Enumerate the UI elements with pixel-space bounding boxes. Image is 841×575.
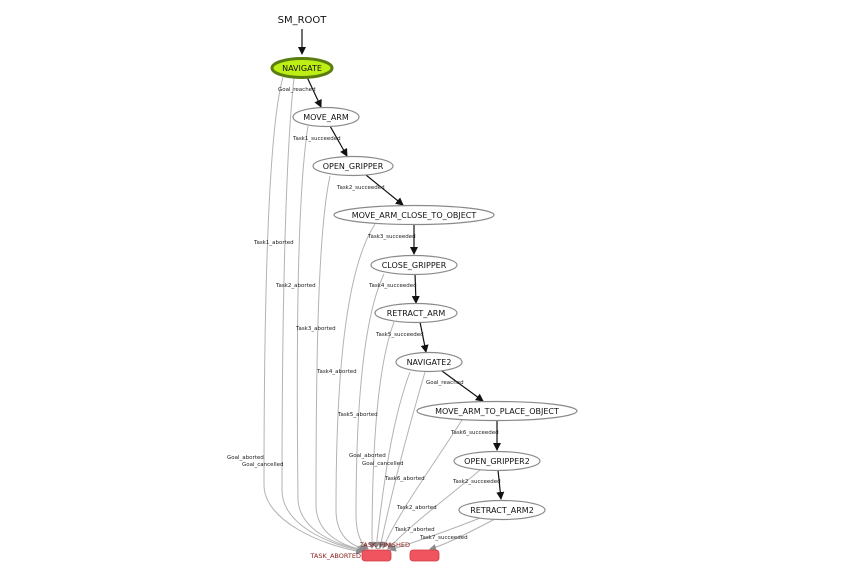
- edge-e9: [496, 469, 505, 500]
- state-navigate2[interactable]: NAVIGATE2: [395, 351, 463, 373]
- state-label-navigate: NAVIGATE: [282, 64, 322, 73]
- edge-f8: [373, 371, 411, 549]
- edge-label-f3: Task1_aborted: [253, 240, 294, 246]
- outcome-task-aborted[interactable]: TASK_ABORTED: [309, 549, 392, 562]
- edge-f10: [382, 419, 463, 549]
- edge-label-f1: Goal_aborted: [227, 455, 264, 461]
- edge-label-f12: Task7_aborted: [394, 527, 435, 533]
- edge-label-f6: Task4_aborted: [316, 369, 357, 375]
- edge-label-e3: Task2_succeeded: [336, 185, 385, 191]
- state-retract-arm2[interactable]: RETRACT_ARM2: [458, 499, 546, 521]
- edge-label-e2: Task1_succeeded: [292, 136, 341, 142]
- outcome-label-task-finished: TASK_FINISHED: [359, 541, 410, 549]
- edge-f1: [263, 76, 363, 555]
- state-move-arm-to-place-object[interactable]: MOVE_ARM_TO_PLACE_OBJECT: [416, 400, 578, 422]
- state-navigate[interactable]: NAVIGATE: [270, 57, 334, 79]
- edge-e7: [441, 370, 484, 402]
- root-label: SM_ROOT: [278, 15, 328, 26]
- state-label-open-gripper2: OPEN_GRIPPER2: [464, 457, 530, 466]
- edge-label-f8: Goal_aborted: [349, 453, 386, 459]
- edge-label-e10: Task7_succeeded: [419, 535, 468, 541]
- edge-e6: [419, 321, 429, 353]
- edge-f12: [389, 517, 481, 552]
- state-label-navigate2: NAVIGATE2: [407, 358, 452, 367]
- edge-label-f10: Task6_aborted: [384, 476, 425, 482]
- failure-edges: [263, 76, 496, 555]
- edge-label-e4: Task3_succeeded: [367, 234, 416, 240]
- state-open-gripper2[interactable]: OPEN_GRIPPER2: [453, 450, 541, 472]
- state-open-gripper[interactable]: OPEN_GRIPPER: [312, 155, 394, 177]
- state-label-move-arm-close-to-object: MOVE_ARM_CLOSE_TO_OBJECT: [352, 211, 477, 220]
- edge-f3: [296, 125, 365, 553]
- state-close-gripper[interactable]: CLOSE_GRIPPER: [370, 254, 458, 276]
- edge-label-e7: Goal_reached: [426, 380, 464, 386]
- edge-label-f4: Task2_aborted: [275, 283, 316, 289]
- edge-f7: [368, 321, 395, 549]
- edge-label-e8: Task6_succeeded: [450, 430, 499, 436]
- state-move-arm-close-to-object[interactable]: MOVE_ARM_CLOSE_TO_OBJECT: [333, 204, 495, 226]
- outcome-label-task-aborted: TASK_ABORTED: [309, 552, 361, 560]
- failure-edge-labels: Goal_aborted Goal_cancelled Task1_aborte…: [227, 240, 437, 533]
- success-edge-labels: Goal_reached Task1_succeeded Task2_succe…: [278, 87, 501, 541]
- state-label-retract-arm2: RETRACT_ARM2: [470, 506, 534, 515]
- edge-label-e5: Task4_succeeded: [368, 283, 417, 289]
- success-edges: [306, 76, 505, 500]
- state-label-move-arm: MOVE_ARM: [303, 113, 349, 122]
- edge-e2: [329, 125, 348, 157]
- edge-e3: [365, 174, 404, 206]
- edge-label-e9: Task2_succeeded: [452, 479, 501, 485]
- edge-label-f5: Task3_aborted: [295, 326, 336, 332]
- edge-label-f7: Task5_aborted: [337, 412, 378, 418]
- edge-label-f11: Task2_aborted: [396, 505, 437, 511]
- state-move-arm[interactable]: MOVE_ARM: [292, 106, 360, 128]
- state-label-close-gripper: CLOSE_GRIPPER: [382, 261, 447, 270]
- edge-f9: [377, 371, 426, 549]
- edge-f11: [387, 469, 481, 550]
- edge-label-e6: Task5_succeeded: [375, 332, 424, 338]
- edge-label-f2: Goal_cancelled: [242, 462, 284, 468]
- state-label-move-arm-to-place-object: MOVE_ARM_TO_PLACE_OBJECT: [435, 407, 559, 416]
- edge-e1: [306, 76, 322, 108]
- edge-e5: [411, 272, 420, 304]
- state-retract-arm[interactable]: RETRACT_ARM: [374, 302, 458, 324]
- edge-label-e1: Goal_reached: [278, 87, 316, 93]
- edge-label-f9: Goal_cancelled: [362, 461, 404, 467]
- edge-f2: [281, 77, 364, 554]
- state-label-open-gripper: OPEN_GRIPPER: [323, 162, 384, 171]
- state-label-retract-arm: RETRACT_ARM: [387, 309, 446, 318]
- edge-f4: [315, 175, 366, 553]
- edge-f6: [355, 273, 385, 550]
- edge-f5: [335, 223, 376, 552]
- outcome-task-finished[interactable]: TASK_FINISHED: [359, 541, 440, 562]
- edge-f13: [429, 518, 496, 551]
